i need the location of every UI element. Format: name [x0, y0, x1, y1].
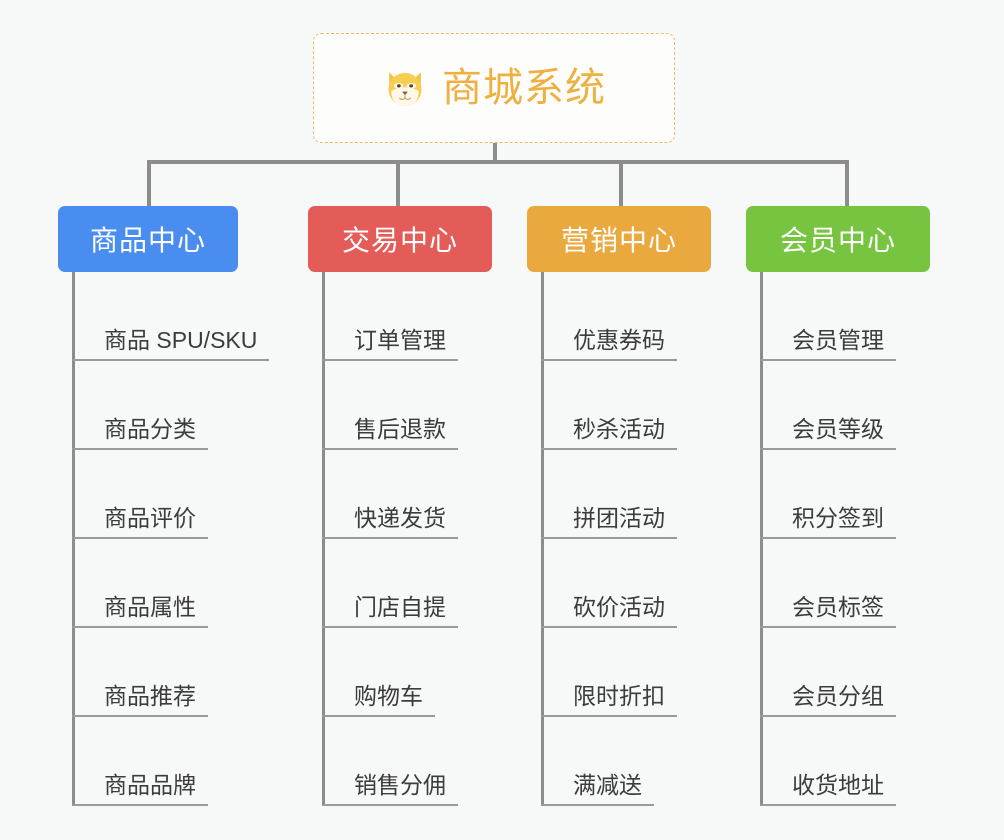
leaf-item-underline [760, 359, 896, 361]
leaf-item-underline [541, 715, 677, 717]
leaf-item[interactable]: 订单管理 [322, 272, 458, 361]
leaf-item[interactable]: 商品推荐 [72, 628, 257, 717]
leaf-item-underline [760, 626, 896, 628]
branch-spine-2 [322, 272, 325, 806]
leaf-item-label: 会员等级 [792, 416, 884, 442]
leaf-item-underline [72, 804, 208, 806]
leaf-item-underline [541, 626, 677, 628]
leaf-item-label: 会员管理 [792, 327, 884, 353]
leaf-item-underline [541, 804, 654, 806]
connector-horizontal-bus [147, 160, 849, 164]
leaf-item[interactable]: 商品品牌 [72, 717, 257, 806]
leaf-item-label: 商品分类 [104, 416, 196, 442]
leaf-item-label: 购物车 [354, 683, 423, 709]
connector-drop-1 [147, 160, 151, 206]
leaf-item[interactable]: 商品 SPU/SKU [72, 272, 269, 361]
leaf-item-label: 商品 SPU/SKU [104, 327, 258, 353]
branch-header-1[interactable]: 商品中心 [58, 206, 238, 272]
leaf-item[interactable]: 销售分佣 [322, 717, 458, 806]
branch-header-3-label: 营销中心 [560, 225, 677, 256]
leaf-item-label: 满减送 [573, 772, 642, 798]
leaf-item-underline [760, 448, 896, 450]
branch-header-2-label: 交易中心 [341, 225, 458, 256]
connector-drop-3 [619, 160, 623, 206]
shiba-dog-emoji-icon [388, 72, 422, 106]
leaf-item-label: 销售分佣 [354, 772, 446, 798]
connector-drop-2 [396, 160, 400, 206]
leaf-item-underline [322, 448, 458, 450]
leaf-item-underline [72, 448, 208, 450]
leaf-item-underline [72, 537, 208, 539]
leaf-item-label: 会员分组 [792, 683, 884, 709]
leaf-item-underline [760, 804, 896, 806]
leaf-item-label: 售后退款 [354, 416, 446, 442]
leaf-item[interactable]: 商品分类 [72, 361, 257, 450]
branch-header-4-label: 会员中心 [779, 225, 896, 256]
leaf-item-underline [322, 804, 458, 806]
leaf-item-label: 收货地址 [792, 772, 884, 798]
leaf-item-label: 秒杀活动 [573, 416, 665, 442]
leaf-item-underline [322, 537, 458, 539]
branch-header-4[interactable]: 会员中心 [746, 206, 930, 272]
leaf-item[interactable]: 会员分组 [760, 628, 896, 717]
branch-spine-3 [541, 272, 544, 806]
branch-spine-1 [72, 272, 75, 806]
leaf-item-label: 会员标签 [792, 594, 884, 620]
leaf-item-label: 优惠券码 [573, 327, 665, 353]
leaf-item-underline [322, 715, 435, 717]
leaf-item[interactable]: 会员管理 [760, 272, 896, 361]
leaf-item[interactable]: 门店自提 [322, 539, 458, 628]
leaf-item[interactable]: 商品属性 [72, 539, 257, 628]
leaf-item[interactable]: 会员等级 [760, 361, 896, 450]
leaf-item[interactable]: 快递发货 [322, 450, 458, 539]
leaf-item-underline [72, 626, 208, 628]
leaf-item-underline [322, 626, 458, 628]
branch-column-1: 商品 SPU/SKU 商品分类商品评价商品属性商品推荐商品品牌 [72, 272, 269, 806]
leaf-item[interactable]: 商品评价 [72, 450, 257, 539]
leaf-item-underline [541, 359, 677, 361]
leaf-item-underline [322, 359, 458, 361]
leaf-item-label: 门店自提 [354, 594, 446, 620]
leaf-item[interactable]: 购物车 [322, 628, 446, 717]
leaf-item[interactable]: 优惠券码 [541, 272, 677, 361]
leaf-item-label: 商品推荐 [104, 683, 196, 709]
leaf-item[interactable]: 秒杀活动 [541, 361, 677, 450]
leaf-item[interactable]: 拼团活动 [541, 450, 677, 539]
leaf-item-underline [72, 715, 208, 717]
root-node[interactable]: 商城系统 [313, 33, 675, 143]
leaf-item-label: 商品品牌 [104, 772, 196, 798]
leaf-item-underline [72, 359, 269, 361]
branch-column-3: 优惠券码秒杀活动拼团活动砍价活动限时折扣满减送 [541, 272, 677, 806]
leaf-item[interactable]: 砍价活动 [541, 539, 677, 628]
leaf-item-label: 砍价活动 [573, 594, 665, 620]
leaf-item-underline [541, 537, 677, 539]
leaf-item[interactable]: 满减送 [541, 717, 665, 806]
leaf-item-label: 商品属性 [104, 594, 196, 620]
leaf-item[interactable]: 积分签到 [760, 450, 896, 539]
branch-header-1-label: 商品中心 [89, 225, 206, 256]
leaf-item-label: 订单管理 [354, 327, 446, 353]
leaf-item-label: 限时折扣 [573, 683, 665, 709]
branch-header-2[interactable]: 交易中心 [308, 206, 492, 272]
connector-root-stem [493, 143, 497, 164]
leaf-item-underline [760, 715, 896, 717]
branch-column-4: 会员管理会员等级积分签到会员标签会员分组收货地址 [760, 272, 896, 806]
leaf-item[interactable]: 会员标签 [760, 539, 896, 628]
branch-header-3[interactable]: 营销中心 [527, 206, 711, 272]
leaf-item[interactable]: 收货地址 [760, 717, 896, 806]
connector-drop-4 [845, 160, 849, 206]
leaf-item-label: 积分签到 [792, 505, 884, 531]
leaf-item[interactable]: 售后退款 [322, 361, 458, 450]
leaf-item[interactable]: 限时折扣 [541, 628, 677, 717]
leaf-item-label: 快递发货 [354, 505, 446, 531]
leaf-item-underline [760, 537, 896, 539]
branch-spine-4 [760, 272, 763, 806]
branch-column-2: 订单管理售后退款快递发货门店自提购物车销售分佣 [322, 272, 458, 806]
leaf-item-label: 拼团活动 [573, 505, 665, 531]
root-title: 商城系统 [442, 66, 606, 110]
leaf-item-underline [541, 448, 677, 450]
leaf-item-label: 商品评价 [104, 505, 196, 531]
